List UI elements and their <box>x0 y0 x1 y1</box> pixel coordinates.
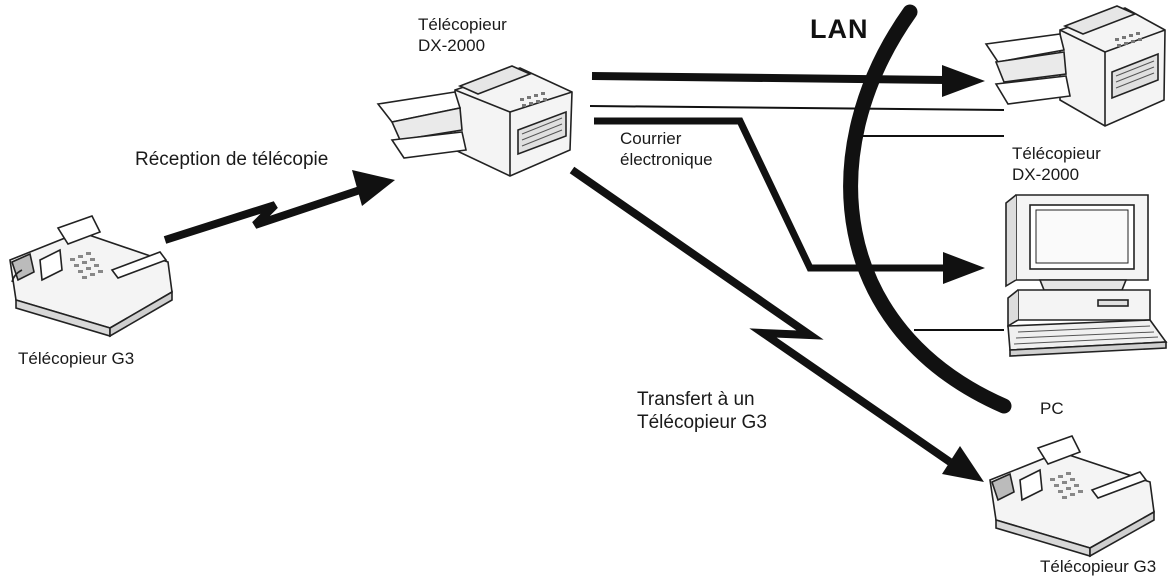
g3-bottom-label: Télécopieur G3 <box>1040 557 1157 576</box>
pc-icon <box>1005 194 1168 357</box>
arrow-to-dx-right-head <box>942 65 985 97</box>
transfer-link <box>569 166 953 466</box>
g3-left-label: Télécopieur G3 <box>18 349 135 368</box>
transfer-arrowhead <box>942 446 984 482</box>
email-label-line2: électronique <box>620 150 713 169</box>
dx2000-right-label-line1: Télécopieur <box>1012 144 1101 163</box>
email-link <box>594 117 948 272</box>
lan-bus <box>843 4 1012 414</box>
email-label: Courrier électronique <box>620 128 713 170</box>
transfer-label-line1: Transfert à un <box>637 389 755 410</box>
dx2000-center-label-line2: DX-2000 <box>418 36 486 55</box>
arrow-to-dx-right <box>591 72 946 84</box>
g3-fax-bottom-icon <box>989 435 1155 558</box>
dx2000-right-label-line2: DX-2000 <box>1012 165 1080 184</box>
transfer-label: Transfert à un Télécopieur G3 <box>637 388 767 434</box>
lan-label: LAN <box>810 14 869 44</box>
reception-arrowhead <box>352 170 395 206</box>
dx2000-center-label-line1: Télécopieur <box>418 15 507 34</box>
email-arrowhead <box>943 252 985 284</box>
reception-link <box>163 186 362 244</box>
dx2000-right-label: Télécopieur DX-2000 <box>1012 143 1101 185</box>
dx2000-fax-center-icon <box>376 65 573 177</box>
pc-label: PC <box>1040 399 1064 418</box>
g3-fax-left-icon <box>9 215 173 338</box>
email-label-line1: Courrier <box>620 129 682 148</box>
reception-label: Réception de télécopie <box>135 149 329 170</box>
dx2000-center-label: Télécopieur DX-2000 <box>418 14 507 56</box>
lan-line-1 <box>589 105 1005 111</box>
dx2000-fax-right-icon <box>984 5 1166 127</box>
transfer-label-line2: Télécopieur G3 <box>637 412 767 433</box>
